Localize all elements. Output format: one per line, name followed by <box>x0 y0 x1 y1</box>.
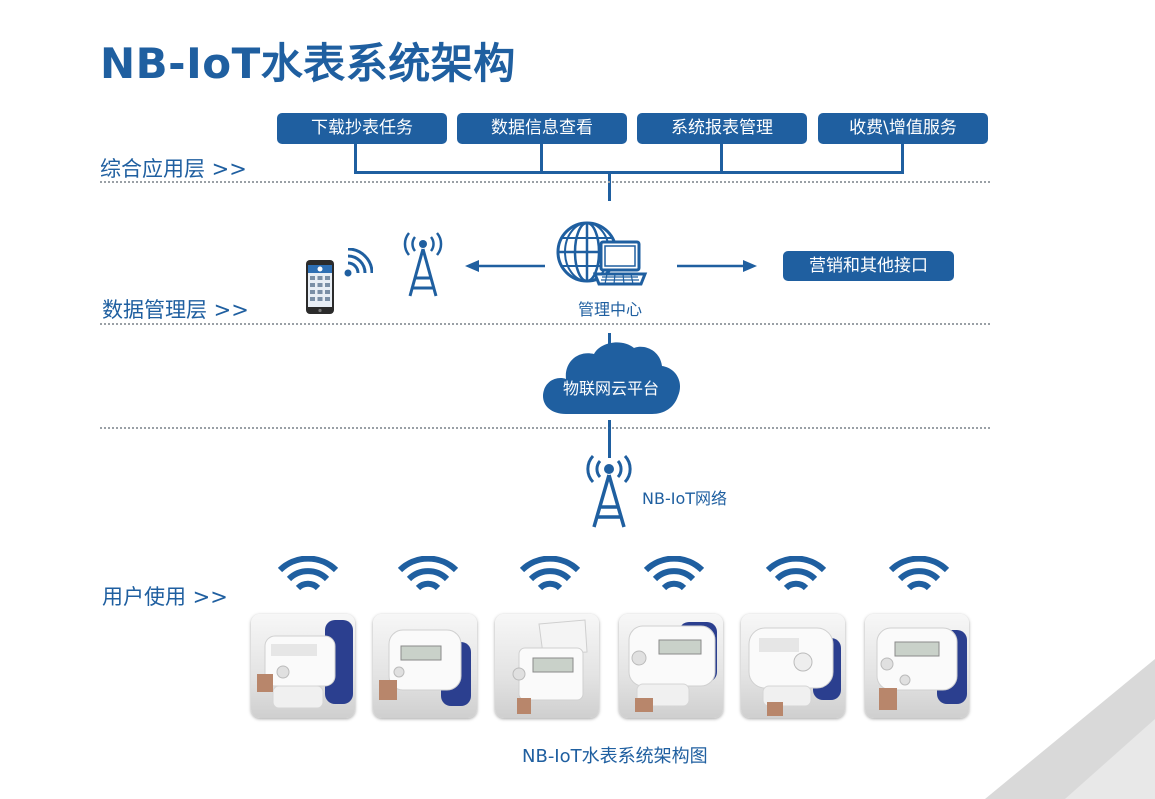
layer-divider <box>100 427 990 429</box>
water-meter-image <box>495 614 599 718</box>
water-meter-image <box>865 614 969 718</box>
management-center-label: 管理中心 <box>578 300 643 319</box>
smartphone-icon <box>306 260 334 314</box>
wifi-icon <box>766 556 826 591</box>
water-meter-image <box>741 614 845 718</box>
layer-label-application: 综合应用层 >> <box>100 157 247 181</box>
connector-line <box>540 144 543 174</box>
layer-label-data-management: 数据管理层 >> <box>102 298 249 322</box>
cell-tower-icon <box>403 232 443 297</box>
connector-line <box>608 420 611 458</box>
water-meter-image <box>619 614 723 718</box>
arrow-left-icon <box>465 260 545 272</box>
diagram-caption: NB-IoT水表系统架构图 <box>522 746 708 767</box>
nb-iot-network-label: NB-IoT网络 <box>642 489 728 508</box>
arrow-right-icon <box>677 260 757 272</box>
layer-divider <box>100 181 990 183</box>
service-data-view: 数据信息查看 <box>457 113 627 144</box>
laptop-icon <box>593 240 648 286</box>
wifi-icon <box>278 556 338 591</box>
wifi-icon <box>889 556 949 591</box>
connector-line <box>354 144 357 174</box>
iot-cloud-label: 物联网云平台 <box>563 379 660 398</box>
signal-waves-icon <box>344 248 373 277</box>
wifi-icon <box>644 556 704 591</box>
wifi-icon <box>398 556 458 591</box>
page-title: NB-IoT水表系统架构 <box>100 39 516 88</box>
marketing-interface-box: 营销和其他接口 <box>783 251 954 281</box>
layer-divider <box>100 323 990 325</box>
service-download-reading-task: 下载抄表任务 <box>277 113 447 144</box>
service-report-management: 系统报表管理 <box>637 113 807 144</box>
connector-line <box>720 144 723 174</box>
wifi-icon <box>520 556 580 591</box>
connector-line <box>608 333 611 353</box>
connector-line <box>354 171 904 174</box>
water-meter-image <box>251 614 355 718</box>
cell-tower-icon <box>586 455 632 528</box>
corner-decoration <box>985 659 1155 799</box>
water-meter-image <box>373 614 477 718</box>
connector-line <box>901 144 904 174</box>
cloud-icon <box>542 342 681 414</box>
connector-line <box>608 171 611 201</box>
layer-label-user: 用户使用 >> <box>102 585 228 609</box>
service-charging-value-added: 收费\增值服务 <box>818 113 988 144</box>
